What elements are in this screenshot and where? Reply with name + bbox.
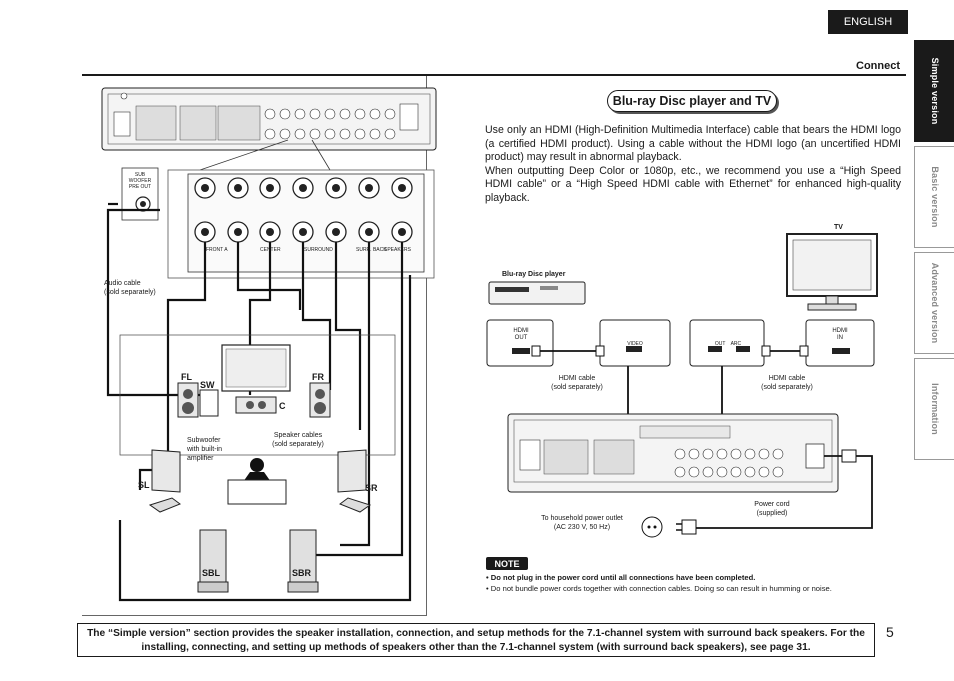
page-number: 5 <box>886 624 894 640</box>
footer-note: The “Simple version” section provides th… <box>77 623 875 657</box>
listener <box>227 458 287 505</box>
note-item: Do not bundle power cords together with … <box>486 583 906 594</box>
speaker-cables-label: Speaker cables (sold separately) <box>272 432 324 448</box>
bluray-player-label: Blu-ray Disc player <box>502 271 566 278</box>
section-title: Connect <box>856 60 900 72</box>
tab-simple-version[interactable]: Simple version <box>914 40 954 142</box>
tab-advanced-version[interactable]: Advanced version <box>914 252 954 354</box>
tab-basic-version[interactable]: Basic version <box>914 146 954 248</box>
note-list: Do not plug in the power cord until all … <box>486 572 906 594</box>
power-cord-label: Power cord (supplied) <box>754 501 790 517</box>
out-arc-label: OUT ARC <box>714 341 742 347</box>
front-right-speaker <box>309 382 331 418</box>
speaker-diagram-frame <box>82 76 427 616</box>
terminal-label-surround-back: SURR. BACK <box>356 247 387 253</box>
surround-back-right-speaker <box>287 529 319 593</box>
subwoofer <box>199 389 219 417</box>
receiver-rear-panel-right <box>507 413 839 493</box>
wall-outlet <box>641 516 663 538</box>
subwoofer-jack-callout <box>121 167 159 221</box>
tv-label: TV <box>834 224 843 231</box>
terminal-label-speakers: SPEAKERS <box>384 247 411 253</box>
power-outlet-label: To household power outlet (AC 230 V, 50 … <box>541 515 623 531</box>
surround-back-left-speaker <box>197 529 229 593</box>
tab-information[interactable]: Information <box>914 358 954 460</box>
bluray-player <box>488 281 586 305</box>
room-tv <box>221 344 291 392</box>
surround-right-speaker <box>337 449 372 513</box>
bluray-section-title: Blu-ray Disc player and TV <box>607 90 777 112</box>
label-fr: FR <box>312 372 324 382</box>
center-speaker <box>235 396 277 414</box>
label-sl: SL <box>138 480 150 490</box>
speaker-terminals <box>167 169 435 279</box>
label-sbr: SBR <box>292 568 312 578</box>
receiver-rear-panel <box>101 87 437 151</box>
subwoofer-jack-label: SUB WOOFER PRE OUT <box>128 172 152 190</box>
hdmi-cable-left-label: HDMI cable (sold separately) <box>551 375 603 391</box>
audio-cable-label: Audio cable (sold separately) <box>104 280 156 296</box>
hdmi-cable-right-label: HDMI cable (sold separately) <box>761 375 813 391</box>
label-sbl: SBL <box>202 568 220 578</box>
video-port-label: VIDEO <box>627 341 643 347</box>
power-plug <box>676 519 697 535</box>
label-sw: SW <box>200 380 215 390</box>
front-left-speaker <box>177 382 199 418</box>
terminal-label-surround: SURROUND <box>304 247 333 253</box>
label-sr: SR <box>365 483 378 493</box>
label-c: C <box>279 401 286 411</box>
bluray-description: Use only an HDMI (High-Definition Multim… <box>485 124 901 205</box>
surround-left-speaker <box>148 449 182 513</box>
terminal-label-center: CENTER <box>260 247 281 253</box>
terminal-label-front: FRONT A <box>206 247 228 253</box>
label-fl: FL <box>181 372 192 382</box>
hdmi-in-label: HDMI IN <box>832 328 848 341</box>
bluray-para-2: When outputting Deep Color or 1080p, etc… <box>485 164 901 204</box>
note-badge: NOTE <box>486 557 528 570</box>
subwoofer-note: Subwoofer with built-in amplifier <box>187 437 223 462</box>
note-item: Do not plug in the power cord until all … <box>486 572 906 583</box>
tv-device <box>786 233 878 311</box>
bluray-para-1: Use only an HDMI (High-Definition Multim… <box>485 124 901 163</box>
side-tabs: Simple version Basic version Advanced ve… <box>914 40 954 464</box>
language-tab: ENGLISH <box>828 10 908 34</box>
hdmi-out-label: HDMI OUT <box>513 328 529 341</box>
header-rule <box>82 74 906 76</box>
